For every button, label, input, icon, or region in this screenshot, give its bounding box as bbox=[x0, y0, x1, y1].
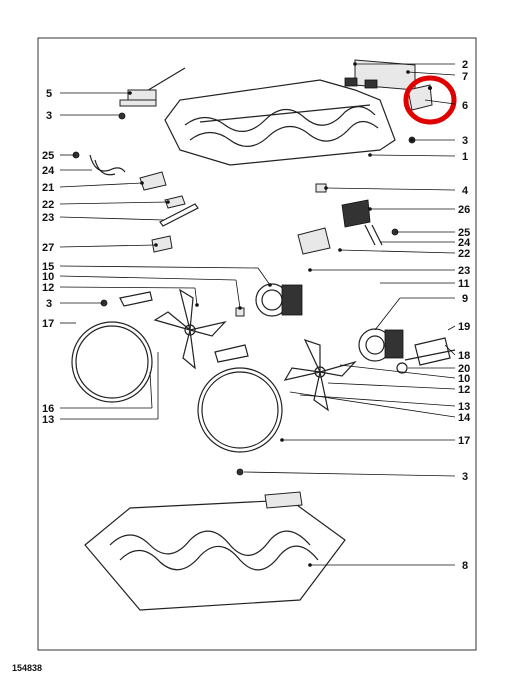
clip-part bbox=[407, 84, 433, 111]
label-15: 15 bbox=[42, 261, 54, 273]
screw-3a bbox=[118, 112, 126, 120]
circular-element-middle bbox=[197, 344, 283, 453]
fan-motor-left bbox=[235, 283, 303, 317]
label-13-left: 13 bbox=[42, 414, 54, 426]
wire-harness-left bbox=[72, 151, 126, 176]
label-11: 11 bbox=[458, 278, 470, 290]
label-12-left: 12 bbox=[42, 282, 54, 294]
label-18: 18 bbox=[458, 350, 470, 362]
label-10-left: 10 bbox=[42, 271, 54, 283]
leader-lines bbox=[59, 63, 456, 566]
label-3-left-top: 3 bbox=[46, 110, 52, 122]
leader-dots bbox=[128, 62, 414, 567]
label-20: 20 bbox=[458, 363, 470, 375]
label-23-right: 23 bbox=[458, 265, 470, 277]
label-13-right: 13 bbox=[458, 401, 470, 413]
label-2: 2 bbox=[462, 59, 468, 71]
label-3-top: 3 bbox=[462, 135, 468, 147]
top-grill-element bbox=[164, 79, 396, 166]
screw-3c bbox=[236, 468, 244, 476]
label-7: 7 bbox=[462, 71, 468, 83]
fan-motor-right bbox=[358, 328, 404, 362]
thermostat-right bbox=[297, 227, 331, 255]
label-25-right: 25 bbox=[458, 227, 470, 239]
label-22-right: 22 bbox=[458, 248, 470, 260]
rod-left bbox=[159, 203, 199, 227]
label-4: 4 bbox=[462, 185, 469, 197]
label-9: 9 bbox=[462, 293, 468, 305]
label-23-left: 23 bbox=[42, 212, 54, 224]
label-8: 8 bbox=[462, 560, 468, 572]
label-17-left: 17 bbox=[42, 318, 54, 330]
label-6: 6 bbox=[462, 100, 468, 112]
label-3-left-mid: 3 bbox=[46, 298, 52, 310]
switch-26 bbox=[341, 199, 371, 228]
bottom-element bbox=[84, 491, 346, 611]
diagram-code: 154838 bbox=[12, 663, 42, 673]
label-24-right: 24 bbox=[458, 237, 471, 249]
diagram-frame bbox=[37, 37, 477, 651]
label-12-right: 12 bbox=[458, 384, 470, 396]
circular-element-left bbox=[71, 291, 153, 403]
label-27: 27 bbox=[42, 242, 54, 254]
label-10-right: 10 bbox=[458, 373, 470, 385]
sensor-probe bbox=[119, 67, 186, 107]
label-21: 21 bbox=[42, 182, 54, 194]
label-17-right: 17 bbox=[458, 435, 470, 447]
fan-blade-left bbox=[153, 288, 227, 370]
thermostat-left bbox=[164, 195, 186, 209]
shaft-assembly bbox=[396, 337, 456, 374]
highlight-circle bbox=[403, 75, 457, 125]
label-16: 16 bbox=[42, 403, 54, 415]
label-26: 26 bbox=[458, 204, 470, 216]
fan-blade-middle bbox=[283, 338, 357, 412]
label-14: 14 bbox=[458, 412, 471, 424]
part-27 bbox=[151, 235, 173, 253]
label-19: 19 bbox=[458, 321, 470, 333]
label-5: 5 bbox=[46, 88, 52, 100]
label-24-left: 24 bbox=[42, 165, 55, 177]
label-3-bottom: 3 bbox=[462, 471, 468, 483]
label-22-left: 22 bbox=[42, 199, 54, 211]
connector-block bbox=[139, 171, 167, 191]
label-25-left: 25 bbox=[42, 150, 54, 162]
label-1: 1 bbox=[462, 151, 468, 163]
